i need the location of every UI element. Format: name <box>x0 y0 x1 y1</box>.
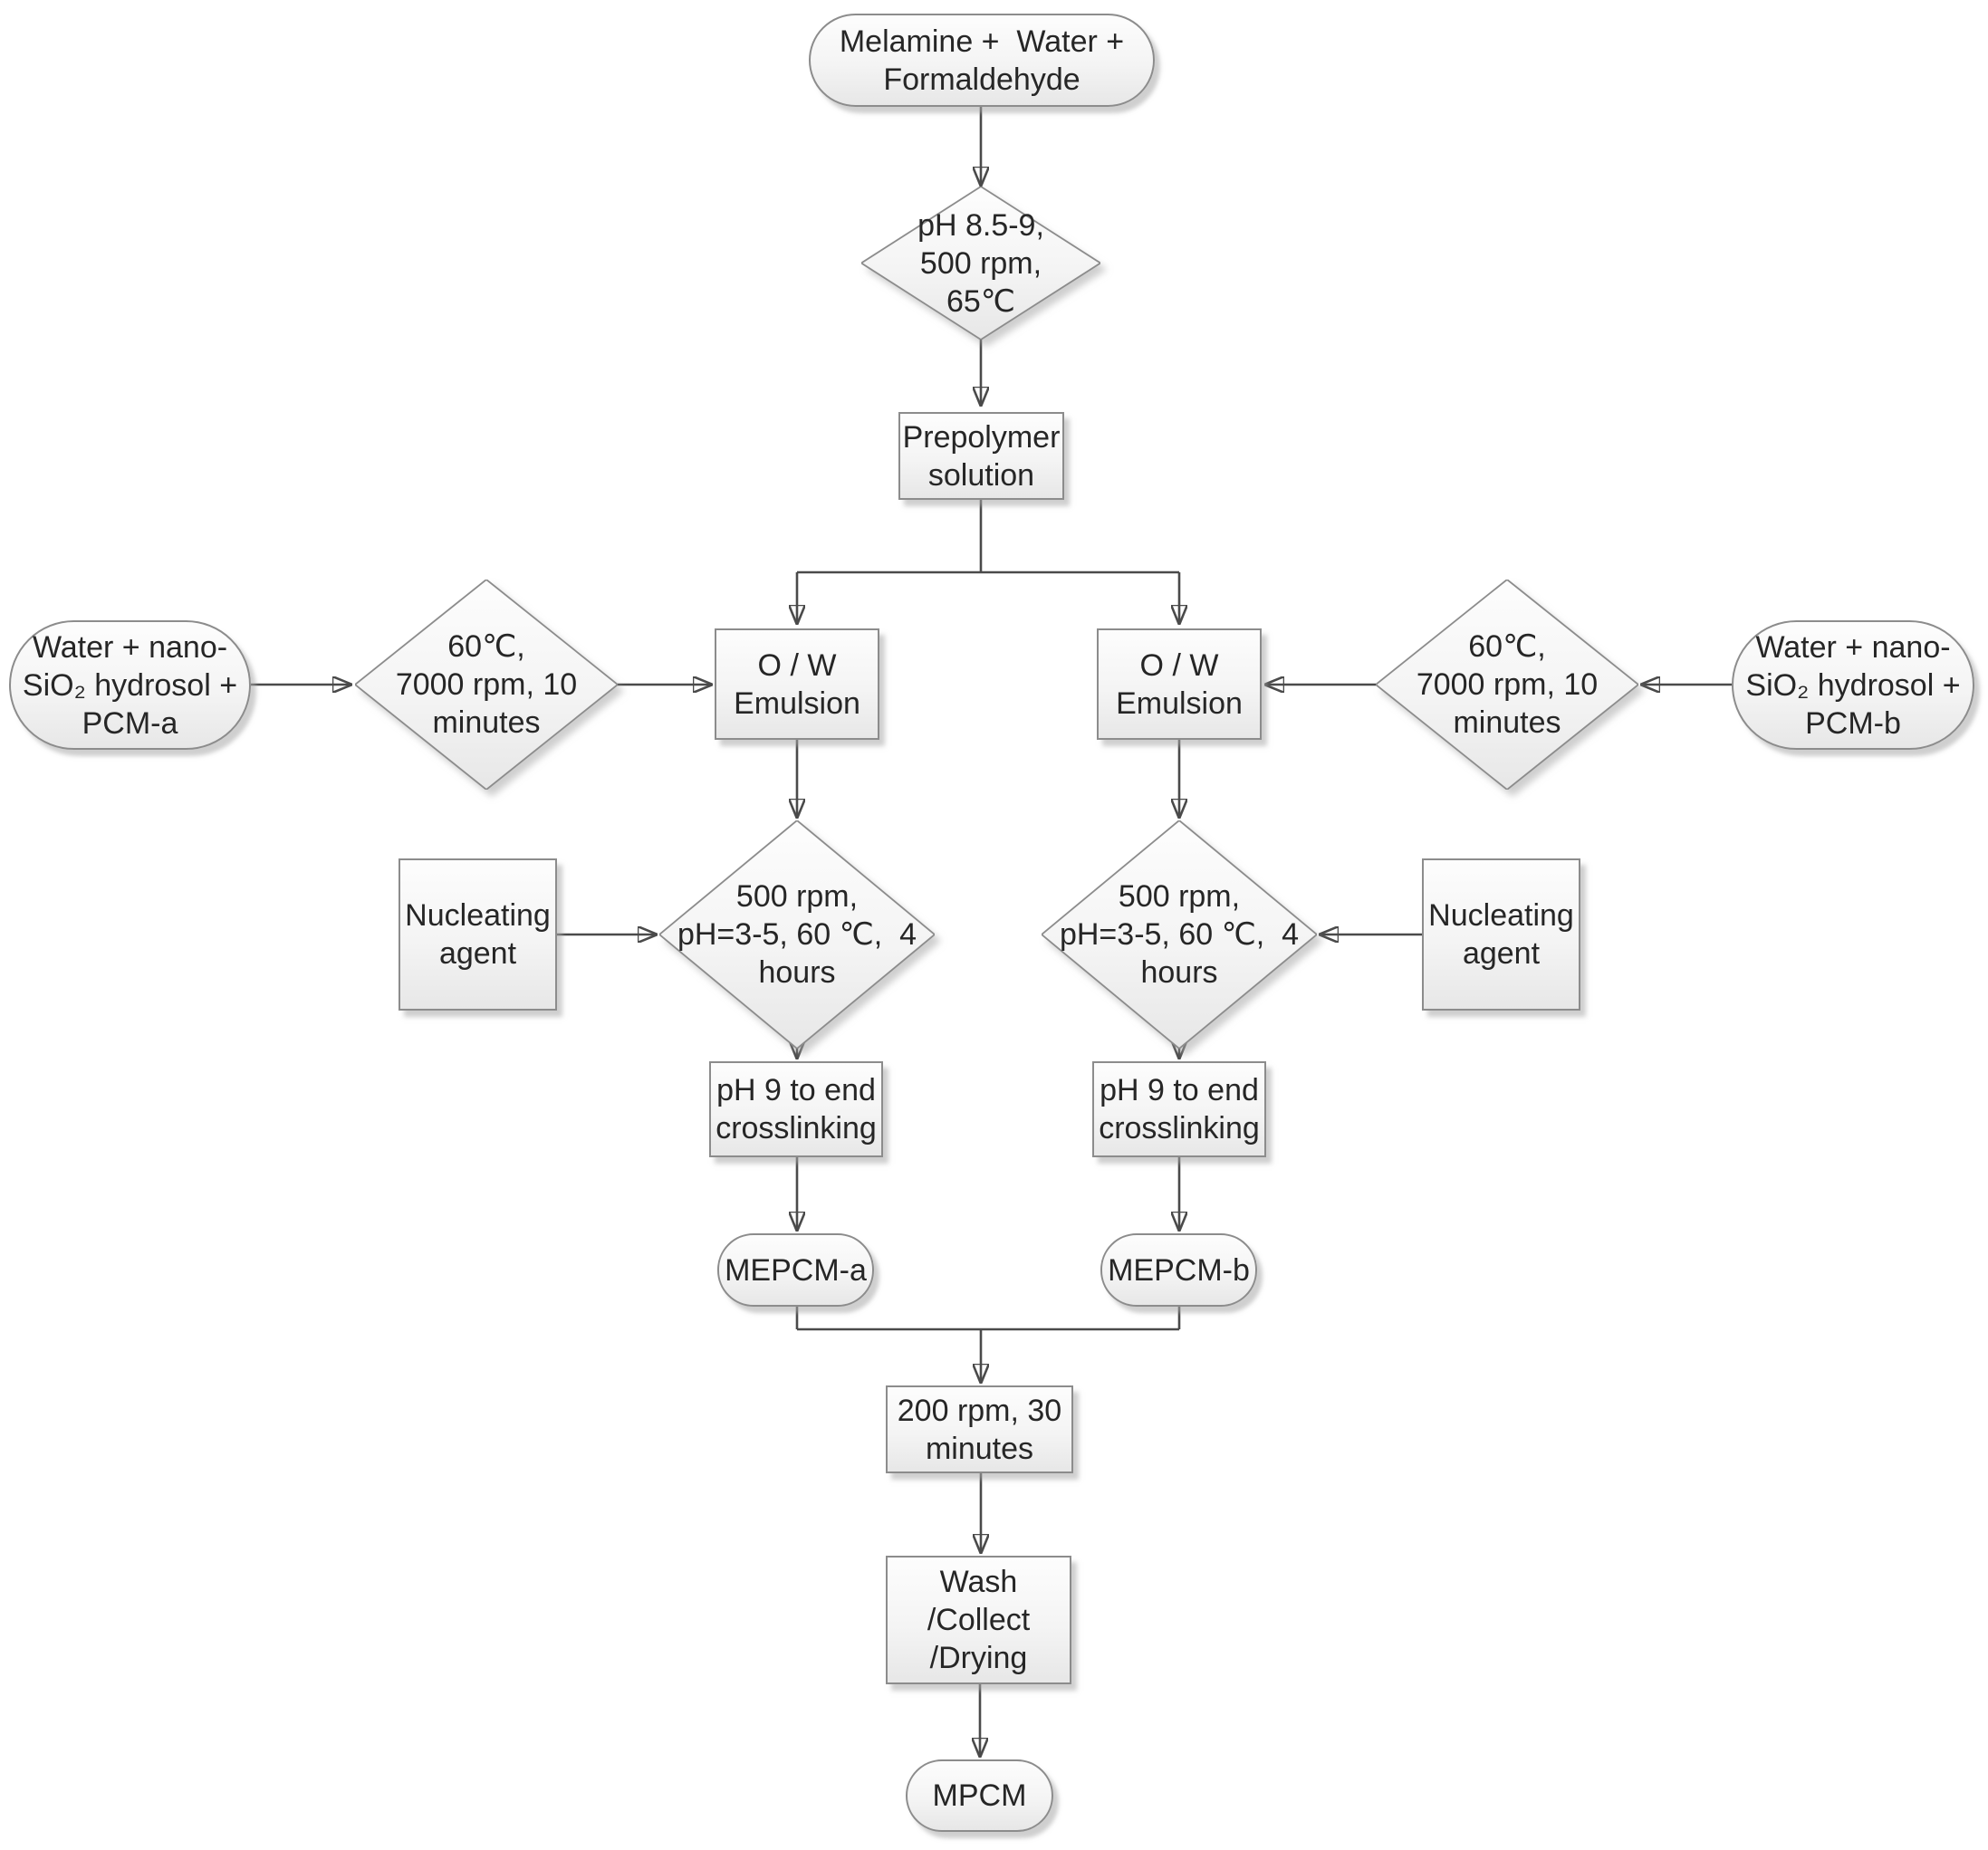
node-mpcm-label: MPCM <box>932 1778 1027 1813</box>
node-homogenize-b: 60℃, 7000 rpm, 10 minutes <box>1376 580 1638 790</box>
node-cure-b-label: 500 rpm, pH=3-5, 60 ℃, 4 hours <box>1059 879 1300 990</box>
node-ph9-end-crosslinking-a: pH 9 to end crosslinking <box>709 1061 883 1157</box>
node-melamine-label: Melamine + Water + Formaldehyde <box>839 24 1125 97</box>
node-feed-pcm-b-label: Water + nano- SiO₂ hydrosol + PCM-b <box>1745 629 1961 741</box>
node-nucleating-agent-a: Nucleating agent <box>399 858 557 1011</box>
diamond-shape <box>1042 820 1317 1049</box>
node-ph9-a-label: pH 9 to end crosslinking <box>715 1073 877 1145</box>
node-emulsion-a-label: O / W Emulsion <box>734 647 860 721</box>
node-homogenize-a: 60℃, 7000 rpm, 10 minutes <box>355 580 618 790</box>
node-wash-label: Wash /Collect /Drying <box>927 1565 1031 1675</box>
node-cure-b: 500 rpm, pH=3-5, 60 ℃, 4 hours <box>1042 820 1317 1049</box>
node-mepcm-a-label: MEPCM-a <box>725 1252 867 1288</box>
diamond-shape <box>355 580 618 790</box>
node-emulsion-b: O / W Emulsion <box>1097 628 1262 740</box>
node-cure-a: 500 rpm, pH=3-5, 60 ℃, 4 hours <box>659 820 935 1049</box>
diamond-shape <box>1376 580 1638 790</box>
node-feed-pcm-b: Water + nano- SiO₂ hydrosol + PCM-b <box>1732 620 1974 750</box>
node-prepolymer-solution: Prepolymer solution <box>898 412 1064 500</box>
node-nucleating-agent-a-label: Nucleating agent <box>405 898 551 971</box>
node-homogenize-b-label: 60℃, 7000 rpm, 10 minutes <box>1416 629 1599 740</box>
node-blend-200rpm: 200 rpm, 30 minutes <box>886 1385 1073 1473</box>
node-emulsion-a: O / W Emulsion <box>715 628 879 740</box>
node-emulsion-b-label: O / W Emulsion <box>1116 647 1243 721</box>
node-nucleating-agent-b-label: Nucleating agent <box>1428 898 1574 971</box>
node-ph9-b-label: pH 9 to end crosslinking <box>1099 1073 1260 1145</box>
node-nucleating-agent-b: Nucleating agent <box>1422 858 1580 1011</box>
node-feed-pcm-a: Water + nano- SiO₂ hydrosol + PCM-a <box>9 620 251 750</box>
node-mepcm-b: MEPCM-b <box>1100 1233 1257 1307</box>
node-melamine-water-formaldehyde: Melamine + Water + Formaldehyde <box>809 14 1155 107</box>
node-mpcm: MPCM <box>906 1759 1053 1832</box>
node-feed-pcm-a-label: Water + nano- SiO₂ hydrosol + PCM-a <box>22 629 238 741</box>
node-cure-a-label: 500 rpm, pH=3-5, 60 ℃, 4 hours <box>677 879 917 990</box>
node-prepolymer-label: Prepolymer solution <box>902 419 1061 493</box>
node-mix-condition: pH 8.5-9, 500 rpm, 65℃ <box>861 187 1100 340</box>
node-mepcm-b-label: MEPCM-b <box>1108 1252 1250 1288</box>
node-wash-collect-drying: Wash /Collect /Drying <box>886 1556 1071 1684</box>
node-mepcm-a: MEPCM-a <box>717 1233 874 1307</box>
node-ph9-end-crosslinking-b: pH 9 to end crosslinking <box>1092 1061 1266 1157</box>
node-homogenize-a-label: 60℃, 7000 rpm, 10 minutes <box>395 629 578 740</box>
node-blend-label: 200 rpm, 30 minutes <box>897 1393 1062 1466</box>
node-mix-condition-label: pH 8.5-9, 500 rpm, 65℃ <box>917 207 1044 319</box>
diamond-shape <box>861 187 1100 340</box>
diamond-shape <box>659 820 935 1049</box>
